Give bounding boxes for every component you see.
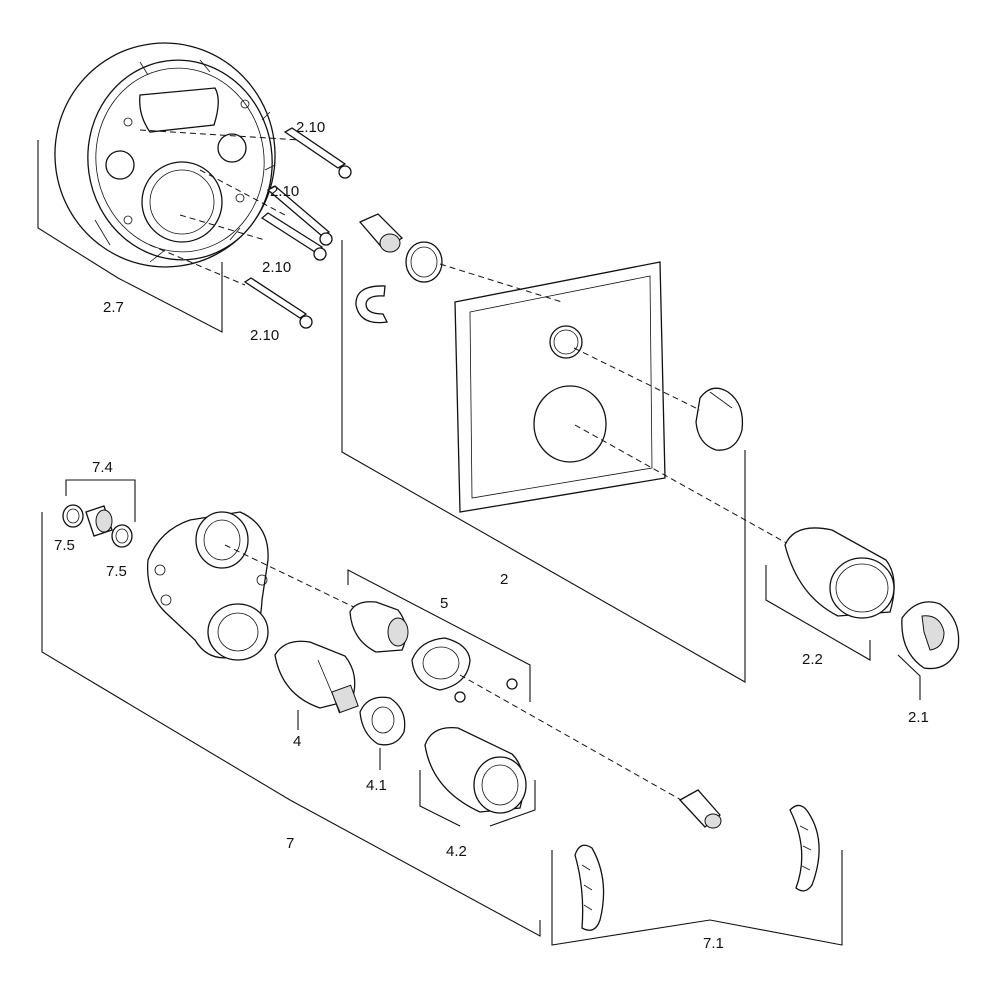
label-4-2: 4.2	[446, 843, 467, 860]
screw-part	[266, 185, 333, 246]
spline-adapter-part	[358, 213, 404, 253]
valve-body-part	[146, 511, 269, 661]
label-4-1: 4.1	[366, 777, 387, 794]
nipple-part	[85, 505, 113, 537]
stop-ring-part	[359, 696, 406, 746]
label-4: 4	[293, 733, 301, 750]
mounting-ring-part	[54, 42, 276, 268]
label-2-2: 2.2	[802, 651, 823, 668]
retaining-clip-part	[355, 285, 388, 324]
spindle-adapter-part	[678, 789, 722, 829]
crescent-plate-part	[789, 804, 820, 892]
label-7-1: 7.1	[703, 935, 724, 952]
screw-part	[260, 212, 327, 261]
o-ring-part	[62, 504, 84, 528]
o-ring-part	[111, 524, 133, 548]
o-ring-part	[405, 241, 443, 283]
cover-plate-part	[454, 261, 666, 513]
screw-part	[283, 127, 352, 179]
label-2-7: 2.7	[103, 299, 124, 316]
extension-sleeve-part	[424, 726, 527, 814]
thermostat-cartridge-part	[274, 640, 359, 714]
gasket-part	[411, 637, 471, 691]
label-7: 7	[286, 835, 294, 852]
label-2-10-a: 2.10	[296, 119, 325, 136]
small-screw-part	[454, 691, 466, 703]
small-knob-part	[695, 387, 744, 451]
label-2-10-b: 2.10	[270, 183, 299, 200]
label-2: 2	[500, 571, 508, 588]
sleeve-part	[784, 527, 895, 619]
crescent-plate-part	[574, 844, 605, 931]
label-2-10-c: 2.10	[262, 259, 291, 276]
label-7-5-b: 7.5	[106, 563, 127, 580]
label-7-4: 7.4	[92, 459, 113, 476]
diverter-cartridge-part	[349, 601, 409, 653]
label-2-10-d: 2.10	[250, 327, 279, 344]
label-5: 5	[440, 595, 448, 612]
handle-part	[901, 601, 960, 670]
label-2-1: 2.1	[908, 709, 929, 726]
screw-part	[243, 277, 313, 329]
small-screw-part	[506, 678, 518, 690]
label-7-5-a: 7.5	[54, 537, 75, 554]
